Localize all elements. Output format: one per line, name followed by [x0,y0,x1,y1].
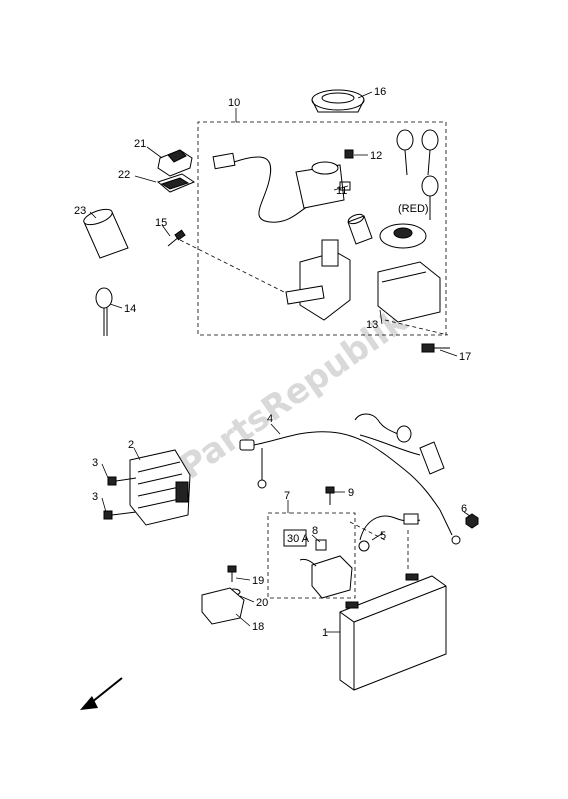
callout-19: 19 [252,575,264,587]
key-part-14 [95,287,113,336]
callout-10: 10 [228,97,240,109]
callout-6: 6 [461,503,467,515]
wire-harness-part-10 [212,152,311,223]
callout-8: 8 [312,525,318,537]
clamp-part-21 [157,149,193,177]
callout-11: 11 [336,185,347,197]
callout-20: 20 [256,597,268,609]
guide-line [384,319,449,336]
callout-12: 12 [370,150,382,162]
battery-part-1 [339,573,447,691]
screw-part-3-upper [107,476,137,486]
regulator-part-2 [129,449,191,526]
group-box-10 [197,121,447,336]
cylinder-part-23 [83,208,129,259]
bolt-part-19 [227,565,237,582]
callout-7: 7 [284,490,290,502]
starter-relay-part-7 [299,555,353,599]
nut-part-6 [465,513,479,529]
fuse-label: 30 A [287,533,310,545]
callout-1: 1 [322,627,328,639]
guide-line [179,239,291,296]
callout-14: 14 [124,303,136,315]
callout-5: 5 [380,530,386,542]
callout-23: 23 [74,205,86,217]
screw-part-12 [344,149,354,159]
screw-part-15 [167,229,186,247]
callout-3: 3 [92,457,98,469]
callout-16: 16 [374,86,386,98]
callout-13: 13 [366,319,378,331]
cap-part-16 [311,89,365,113]
wire-harness-part-4 [239,413,461,545]
bracket-part-18 [201,587,245,625]
red-note: (RED) [398,203,429,215]
wire-part-5 [358,513,421,552]
control-unit-part-13 [377,261,441,323]
callout-15: 15 [155,217,167,229]
callout-21: 21 [134,138,146,150]
direction-arrow-icon [80,677,123,710]
callout-9: 9 [348,487,354,499]
callout-22: 22 [118,169,130,181]
ignition-switch-part-11 [295,161,351,209]
callouts: 1 2 3 3 4 5 6 7 8 9 10 11 12 13 14 15 16… [74,86,471,639]
callout-17: 17 [459,351,471,363]
fuse-part-8: 30 A [283,529,327,551]
group-box-7 [267,512,356,599]
callout-4: 4 [267,413,273,425]
screw-part-3-lower [103,510,137,520]
leader-lines [89,91,471,633]
clamp-part-22 [156,173,196,193]
keys-group [396,129,439,220]
seat-lock-assembly [285,239,351,321]
callout-3: 3 [92,491,98,503]
screw-part-17 [421,343,450,353]
callout-2: 2 [128,439,134,451]
red-cap [379,223,427,249]
bolt-part-9 [325,486,335,505]
watermark: PartsRepublik [172,300,416,487]
lock-cylinder [347,213,373,245]
callout-18: 18 [252,621,264,633]
